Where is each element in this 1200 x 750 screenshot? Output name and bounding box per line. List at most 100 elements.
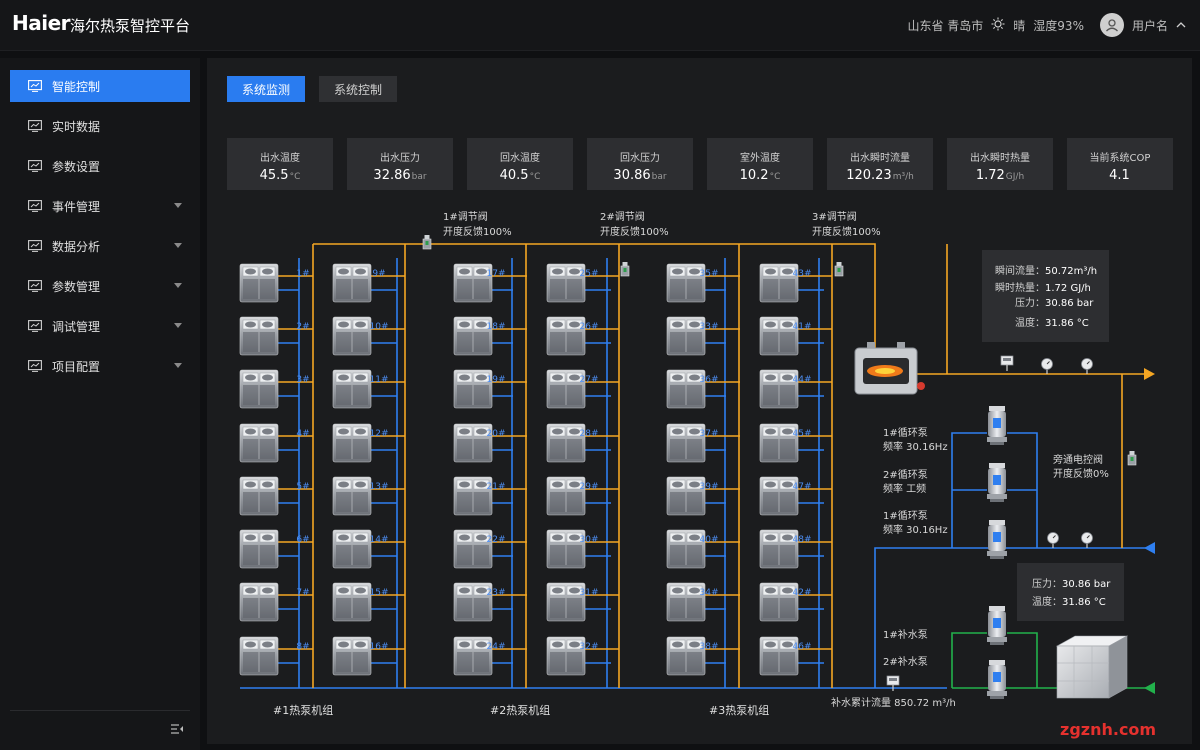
metric-value-wrap: 32.86bar <box>347 168 453 183</box>
regulating-valve-icon[interactable] <box>422 234 432 250</box>
metric-value: 1.72 <box>975 168 1005 183</box>
metric-unit: °C <box>289 172 301 182</box>
group-label: #1热泵机组 <box>273 703 333 717</box>
caret-down-icon[interactable] <box>174 283 182 288</box>
metric-unit: °C <box>529 172 541 182</box>
tab-system-control[interactable]: 系统控制 <box>319 76 397 102</box>
heat-pump-unit[interactable] <box>239 316 279 356</box>
bypass-valve-icon[interactable] <box>1127 450 1137 466</box>
sidebar: 智能控制实时数据参数设置事件管理数据分析参数管理调试管理项目配置 <box>0 58 200 750</box>
unit-label: 16# <box>370 642 389 652</box>
sidebar-item-2[interactable]: 参数设置 <box>10 150 190 182</box>
params-icon <box>28 280 42 292</box>
top-bar: Haier 海尔热泵智控平台 山东省 青岛市 晴 湿度93% 用户名 <box>0 0 1200 51</box>
heat-pump-unit[interactable] <box>332 423 372 463</box>
heat-pump-unit[interactable] <box>332 582 372 622</box>
username[interactable]: 用户名 <box>1131 18 1168 33</box>
sidebar-item-1[interactable]: 实时数据 <box>10 110 190 142</box>
unit-label: 24# <box>487 642 506 652</box>
valve-name: 2#调节阀 <box>600 210 645 223</box>
bypass-valve-name: 旁通电控阀 <box>1053 453 1103 466</box>
heat-pump-unit[interactable] <box>239 369 279 409</box>
heat-pump-unit[interactable] <box>332 369 372 409</box>
makeup-branch <box>1007 632 1038 688</box>
metric-label: 当前系统COP <box>1089 153 1151 164</box>
info-value: 31.86 °C <box>1045 318 1089 329</box>
heat-pump-unit[interactable] <box>332 529 372 569</box>
unit-label: 26# <box>580 322 599 332</box>
unit-label: 15# <box>370 588 389 598</box>
sidebar-item-label: 项目配置 <box>52 359 101 374</box>
heat-pump-unit[interactable] <box>239 529 279 569</box>
avatar[interactable] <box>1099 13 1124 37</box>
metric-value: 45.5 <box>259 168 289 183</box>
metric-value-wrap: 40.5°C <box>467 168 573 183</box>
circulation-pump-icon[interactable] <box>987 406 1007 445</box>
circulation-pump-icon[interactable] <box>987 463 1007 502</box>
unit-label: 20# <box>487 429 506 439</box>
heat-pump-unit[interactable] <box>239 423 279 463</box>
makeup-pump-name: 1#补水泵 <box>883 628 928 641</box>
unit-label: 45# <box>793 429 812 439</box>
heat-pump-unit[interactable] <box>332 316 372 356</box>
sidebar-item-label: 参数管理 <box>52 279 101 294</box>
caret-down-icon[interactable] <box>174 243 182 248</box>
unit-label: 11# <box>370 375 389 385</box>
heat-pump-unit[interactable] <box>332 263 372 303</box>
caret-down-icon[interactable] <box>174 323 182 328</box>
pump-freq: 频率 工频 <box>883 482 926 495</box>
pump-name: 1#循环泵 <box>883 509 928 522</box>
chevron-up-icon[interactable] <box>1176 18 1186 32</box>
metric-label: 出水瞬时流量 <box>850 153 910 164</box>
header-status: 山东省 青岛市 晴 湿度93% 用户名 <box>907 0 1186 50</box>
unit-label: 9# <box>372 269 385 279</box>
sidebar-item-4[interactable]: 数据分析 <box>10 230 190 262</box>
metric-unit: m³/h <box>892 172 914 182</box>
heat-pump-unit[interactable] <box>239 476 279 516</box>
bar-chart-icon <box>28 160 42 172</box>
tank-front <box>1056 645 1110 699</box>
metric-value: 40.5 <box>499 168 529 183</box>
sidebar-item-0[interactable]: 智能控制 <box>10 70 190 102</box>
sidebar-item-5[interactable]: 参数管理 <box>10 270 190 302</box>
regulating-valve-icon[interactable] <box>834 261 844 277</box>
pump-branch <box>951 432 987 548</box>
sidebar-item-6[interactable]: 调试管理 <box>10 310 190 342</box>
pressure-gauge-icon <box>1040 357 1054 375</box>
valve-status: 开度反馈100% <box>600 225 669 238</box>
heat-pump-unit[interactable] <box>332 476 372 516</box>
metric-value: 120.23 <box>846 168 892 183</box>
caret-down-icon[interactable] <box>174 203 182 208</box>
heat-pump-unit[interactable] <box>239 636 279 676</box>
caret-down-icon[interactable] <box>174 363 182 368</box>
makeup-pump-icon[interactable] <box>987 606 1007 645</box>
info-value: 1.72 GJ/h <box>1045 283 1091 294</box>
circulation-pump-icon[interactable] <box>987 520 1007 559</box>
heat-pump-unit[interactable] <box>239 582 279 622</box>
makeup-branch <box>951 632 987 688</box>
sidebar-item-7[interactable]: 项目配置 <box>10 350 190 382</box>
sidebar-item-3[interactable]: 事件管理 <box>10 190 190 222</box>
water-tank-icon <box>1055 635 1129 699</box>
makeup-pump-icon[interactable] <box>987 660 1007 699</box>
tab-system-monitor[interactable]: 系统监测 <box>227 76 305 102</box>
regulating-valve-icon[interactable] <box>620 261 630 277</box>
sidebar-item-label: 调试管理 <box>52 319 101 334</box>
temperature-gauge-icon <box>1080 531 1094 549</box>
unit-label: 28# <box>580 429 599 439</box>
unit-label: 22# <box>487 535 506 545</box>
sidebar-item-label: 实时数据 <box>52 119 101 134</box>
heat-pump-unit[interactable] <box>332 636 372 676</box>
unit-label: 43# <box>793 269 812 279</box>
valve-name: 3#调节阀 <box>812 210 857 223</box>
info-value: 31.86 °C <box>1062 597 1106 608</box>
unit-label: 23# <box>487 588 506 598</box>
heat-pump-unit[interactable] <box>239 263 279 303</box>
collapse-menu-icon[interactable] <box>170 723 184 738</box>
info-label: 瞬时热量： <box>995 281 1045 294</box>
unit-label: 38# <box>700 642 719 652</box>
metric-value: 30.86 <box>613 168 651 183</box>
unit-label: 42# <box>793 588 812 598</box>
metric-label: 回水压力 <box>620 153 660 164</box>
